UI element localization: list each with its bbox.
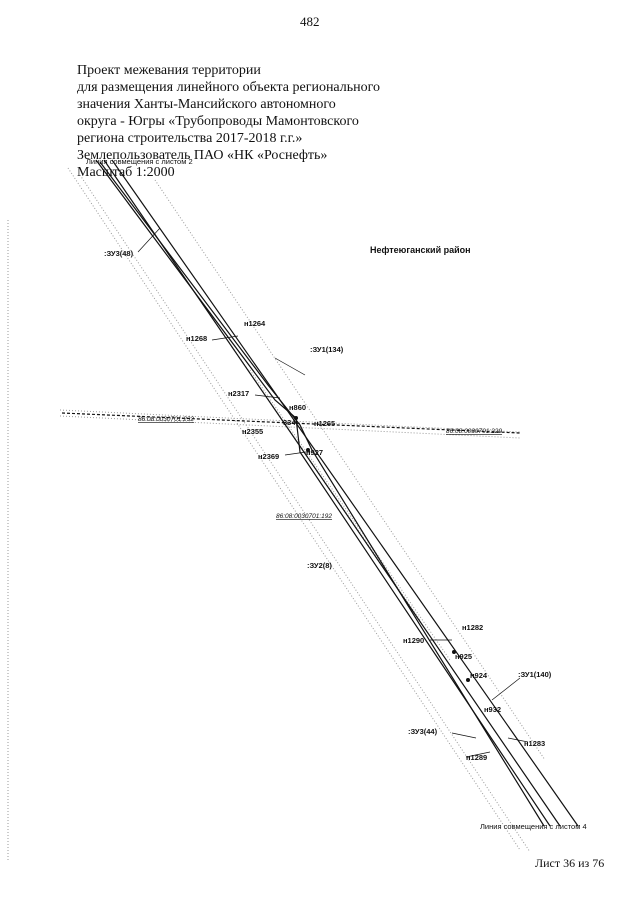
point-label: 334 [283, 418, 296, 427]
point-label: н2317 [228, 389, 249, 398]
title-line: для размещения линейного объекта региона… [77, 80, 381, 95]
point-label: н932 [484, 705, 501, 714]
title-line: региона строительства 2017-2018 г.г.» [77, 131, 303, 146]
plot-label: :ЗУ3(48) [104, 249, 134, 258]
match-line-bottom-label: Линия совмещения с листом 4 [480, 822, 587, 831]
point-label: н2355 [242, 427, 263, 436]
point-label: н1289 [466, 753, 487, 762]
cadastral-boundary [61, 412, 521, 434]
cadastral-label: 86:08:0030701:192 [276, 513, 332, 520]
title-line: округа - Югры «Трубопроводы Мамонтовског… [77, 114, 359, 129]
sheet-number: Лист 36 из 76 [535, 856, 605, 870]
point-label: н927 [306, 448, 323, 457]
plot-label: :ЗУ1(140) [518, 670, 552, 679]
plot-label: :ЗУ2(8) [307, 561, 332, 570]
pipeline-axis [99, 161, 545, 827]
title-line: значения Ханты-Мансийского автономного [77, 97, 336, 112]
boundary-line-inner-right [103, 159, 561, 827]
point-label: н1265 [314, 419, 335, 428]
point-label: н1282 [462, 623, 483, 632]
point-label: н2369 [258, 452, 279, 461]
point-marker [452, 650, 456, 654]
point-marker [294, 416, 298, 420]
point-marker [306, 448, 310, 452]
point-label: н924 [470, 671, 488, 680]
match-line-top-label: Линия совмещения с листом 2 [86, 157, 193, 166]
dotted-boundary [7, 167, 546, 860]
page-number: 482 [300, 14, 320, 29]
cadastral-label: 86:08:0030701:229 [446, 428, 502, 435]
plot-label: :ЗУ1(134) [310, 345, 344, 354]
boundary-line-outer-right [111, 159, 579, 827]
title-line: Проект межевания территории [77, 63, 261, 78]
leader-lines [137, 227, 529, 758]
point-label: н925 [455, 652, 472, 661]
point-markers [294, 416, 470, 682]
point-marker [466, 678, 470, 682]
corridor-lines [61, 159, 579, 827]
title-block: Проект межевания территории для размещен… [77, 62, 380, 181]
point-label: н1268 [186, 334, 207, 343]
region-label: Нефтеюганский район [370, 245, 471, 255]
scale-line: Масштаб 1:2000 [77, 165, 175, 180]
point-label: н1264 [244, 319, 266, 328]
point-label: н860 [289, 403, 306, 412]
plot-label: :ЗУ3(44) [408, 727, 438, 736]
cadastral-label: 86:08:0030701:232 [138, 416, 194, 423]
point-label: н1283 [524, 739, 545, 748]
landowner-line: Землепользователь ПАО «НК «Роснефть» [77, 148, 328, 163]
point-label: н1290 [403, 636, 424, 645]
